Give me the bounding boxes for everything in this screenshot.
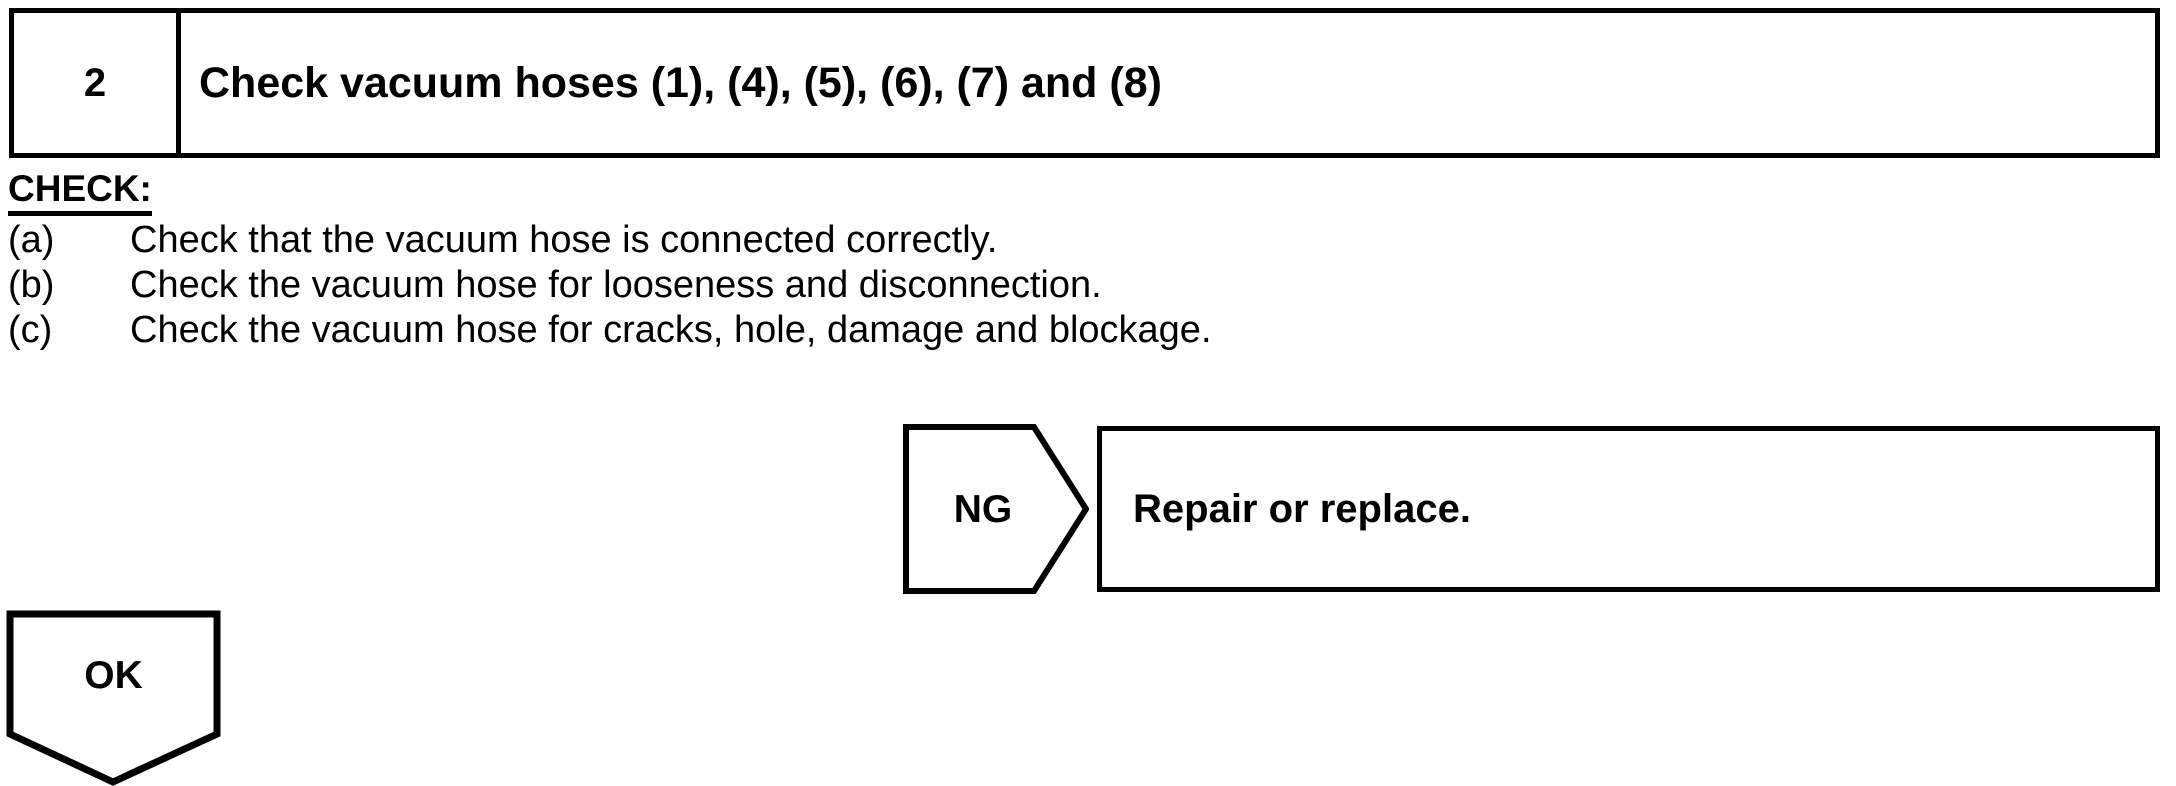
- check-block: CHECK: (a) Check that the vacuum hose is…: [8, 170, 1708, 351]
- list-item: (a) Check that the vacuum hose is connec…: [8, 220, 1708, 261]
- ng-branch-arrow: NG: [903, 424, 1089, 594]
- list-item: (c) Check the vacuum hose for cracks, ho…: [8, 310, 1708, 351]
- list-item-text: Check the vacuum hose for looseness and …: [130, 264, 1102, 306]
- step-number: 2: [83, 61, 107, 105]
- ok-arrow-icon: [6, 610, 221, 786]
- step-title-cell: Check vacuum hoses (1), (4), (5), (6), (…: [181, 13, 2155, 153]
- ng-action-text: Repair or replace.: [1133, 487, 1471, 531]
- list-item-text: Check that the vacuum hose is connected …: [130, 219, 998, 261]
- ok-label: OK: [84, 653, 143, 697]
- list-item-label: (a): [8, 219, 55, 261]
- step-title: Check vacuum hoses (1), (4), (5), (6), (…: [199, 58, 1162, 107]
- list-item-text: Check the vacuum hose for cracks, hole, …: [130, 309, 1212, 351]
- ok-branch-arrow: OK: [6, 610, 221, 786]
- list-item-label: (b): [8, 264, 55, 306]
- list-item-label: (c): [8, 309, 53, 351]
- step-header-box: 2 Check vacuum hoses (1), (4), (5), (6),…: [9, 8, 2160, 158]
- ng-arrow-icon: [903, 424, 1089, 594]
- check-list: (a) Check that the vacuum hose is connec…: [8, 220, 1708, 351]
- step-number-cell: 2: [14, 13, 181, 153]
- ng-label: NG: [953, 487, 1013, 531]
- check-heading-wrap: CHECK:: [8, 170, 1708, 216]
- ng-action-box: Repair or replace.: [1097, 426, 2160, 592]
- check-heading: CHECK:: [8, 170, 152, 216]
- list-item: (b) Check the vacuum hose for looseness …: [8, 265, 1708, 306]
